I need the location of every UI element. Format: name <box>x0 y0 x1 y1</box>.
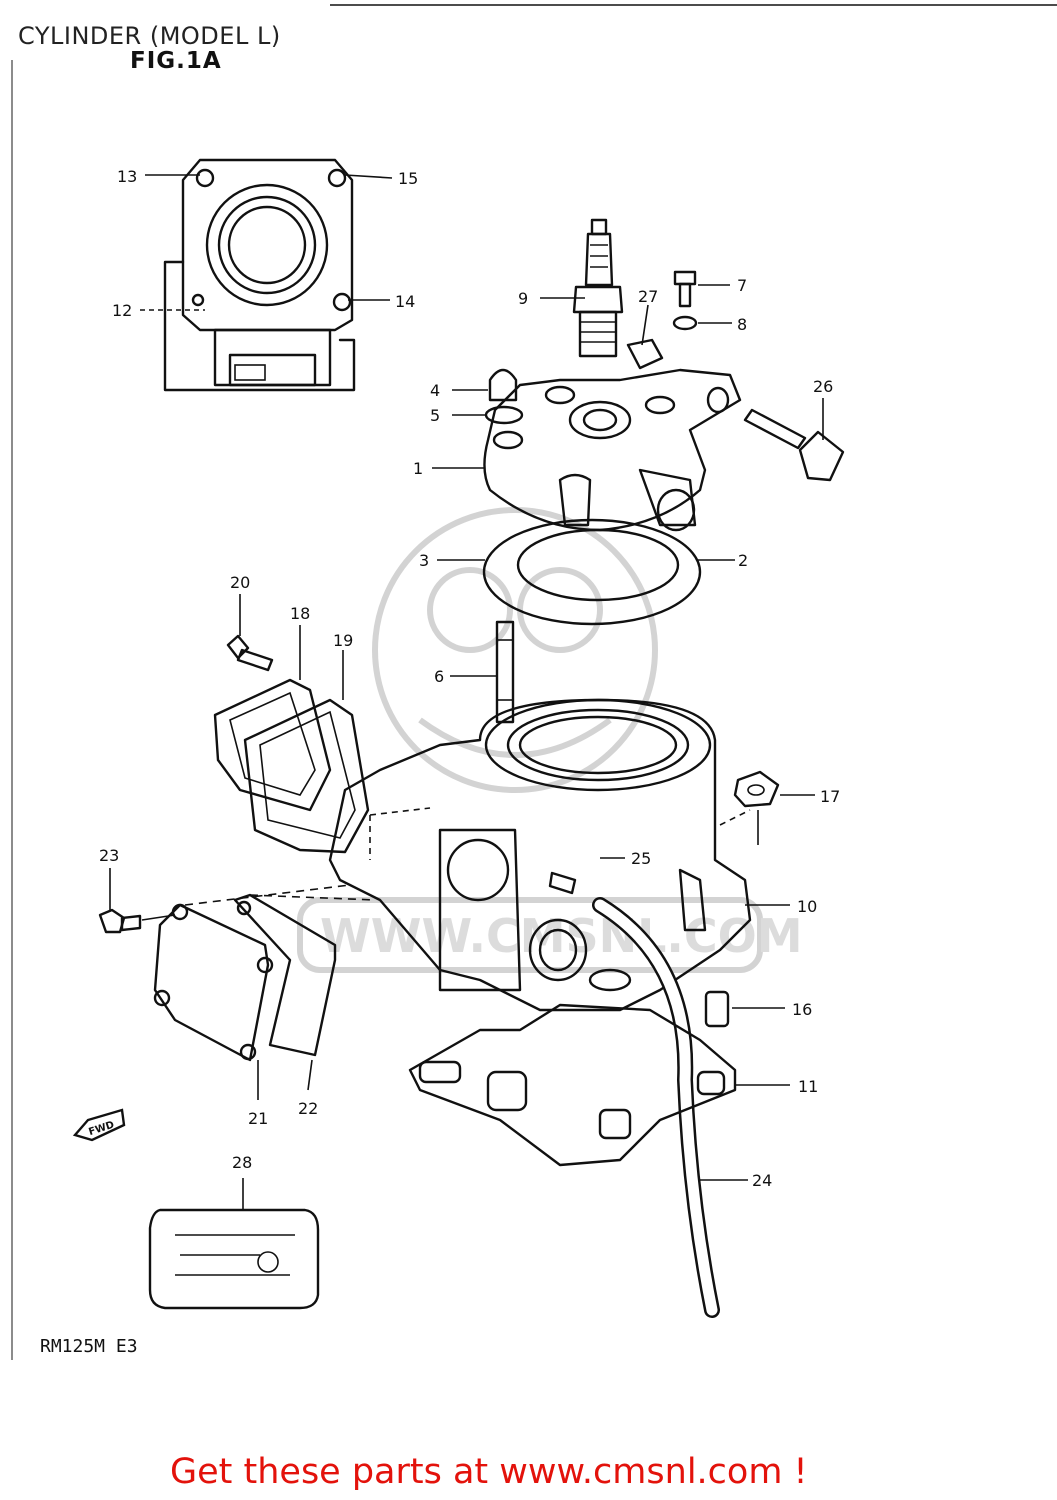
figure-label: FIG.1A <box>130 48 222 74</box>
washer-5 <box>484 405 524 425</box>
base-gasket <box>408 1003 737 1167</box>
callout-7: 7 <box>737 276 747 295</box>
callout-26: 26 <box>813 377 833 396</box>
fwd-arrow-icon: FWD <box>72 1108 126 1142</box>
bolt-7 <box>673 270 697 308</box>
callout-numbers: 13 15 14 12 9 27 7 8 4 5 1 26 3 2 6 20 1… <box>99 167 840 1190</box>
callout-28: 28 <box>232 1153 252 1172</box>
callout-21: 21 <box>248 1109 268 1128</box>
watermark-logo: WWW.CMSNL.COM <box>297 507 803 973</box>
callout-22: 22 <box>298 1099 318 1118</box>
model-code: RM125M E3 <box>40 1336 138 1357</box>
callout-13: 13 <box>117 167 137 186</box>
callout-12: 12 <box>112 301 132 320</box>
callout-3: 3 <box>419 551 429 570</box>
bolt-20 <box>226 634 274 672</box>
callout-25: 25 <box>631 849 651 868</box>
callout-5: 5 <box>430 406 440 425</box>
callout-24: 24 <box>752 1171 772 1190</box>
cap-nut-4 <box>488 368 518 402</box>
callout-19: 19 <box>333 631 353 650</box>
o-ring-3 <box>482 518 702 626</box>
footer-link[interactable]: Get these parts at www.cmsnl.com ! <box>170 1452 808 1492</box>
cylinder-head <box>483 368 742 532</box>
callout-10: 10 <box>797 897 817 916</box>
callout-27: 27 <box>638 287 658 306</box>
watermark-text: WWW.CMSNL.COM <box>320 909 803 963</box>
label-plate-28 <box>148 1208 320 1310</box>
callout-23: 23 <box>99 846 119 865</box>
cylinder-body <box>328 698 752 1012</box>
callout-4: 4 <box>430 381 440 400</box>
cover-21 <box>153 903 274 1062</box>
callout-14: 14 <box>395 292 415 311</box>
callout-8: 8 <box>737 315 747 334</box>
gasket-19 <box>243 698 370 854</box>
callout-16: 16 <box>792 1000 812 1019</box>
callout-15: 15 <box>398 169 418 188</box>
gasket-22 <box>233 893 337 1057</box>
callout-1: 1 <box>413 459 423 478</box>
leader-lines <box>109 174 824 1210</box>
gasket-18 <box>213 678 332 812</box>
nut-17 <box>733 770 780 808</box>
bolt-23 <box>98 908 142 934</box>
callout-6: 6 <box>434 667 444 686</box>
spark-plug <box>572 218 624 358</box>
cylinder-top-view-inset <box>163 158 356 392</box>
part-27-fitting <box>626 338 664 370</box>
callout-20: 20 <box>230 573 250 592</box>
stud-6 <box>495 620 515 724</box>
fitting-25 <box>548 871 577 895</box>
bolt-26 <box>743 408 845 482</box>
page-title: CYLINDER (MODEL L) <box>18 22 281 50</box>
callout-11: 11 <box>798 1077 818 1096</box>
dowel-16 <box>704 990 730 1028</box>
callout-18: 18 <box>290 604 310 623</box>
washer-8 <box>672 315 698 331</box>
callout-17: 17 <box>820 787 840 806</box>
o-ring-2 <box>516 528 680 602</box>
callout-2: 2 <box>738 551 748 570</box>
callout-9: 9 <box>518 289 528 308</box>
